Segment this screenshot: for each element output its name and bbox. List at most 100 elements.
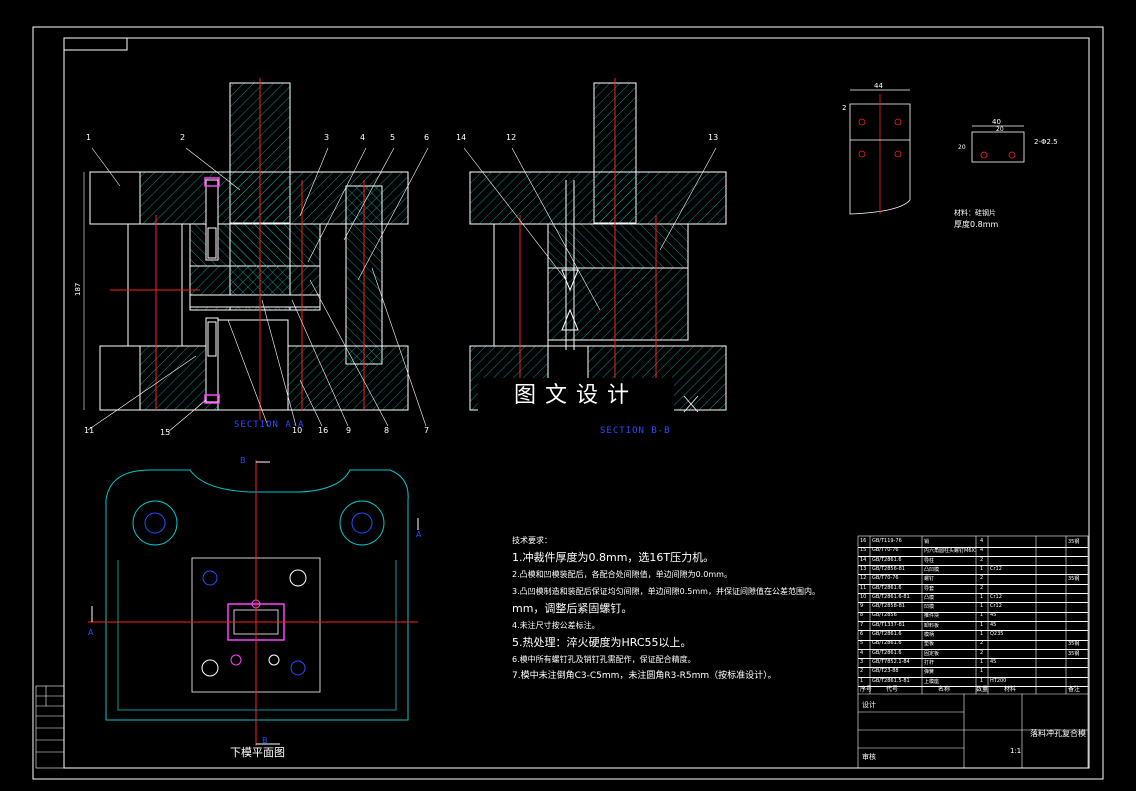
bom-cell-name: 上模座: [924, 678, 940, 685]
balloon-10: 10: [292, 426, 303, 435]
view-marker-b-top: B: [240, 456, 246, 465]
bom-header-name: 名称: [938, 686, 951, 693]
bom-cell-code: GB/T70-76: [872, 547, 899, 554]
bom-cell-mat: 45: [990, 621, 997, 628]
bom-cell-mat: Q235: [990, 631, 1004, 637]
view-marker-a-left: A: [88, 628, 94, 637]
bom-cell-note: 35钢: [1068, 539, 1080, 545]
bom-cell-name: 凸凹模: [924, 566, 940, 573]
bom-header-note: 备注: [1068, 686, 1081, 693]
strip-hole-dim: 2-Φ2.5: [1034, 138, 1058, 146]
balloon-6: 6: [424, 133, 430, 142]
bom-cell-no: 15: [860, 547, 867, 554]
section-b-b: [463, 78, 727, 413]
strip-width-dim: 40: [992, 118, 1001, 126]
bom-cell-qty: 1: [980, 612, 984, 619]
bom-cell-name: 凸模: [924, 594, 935, 601]
bom-header-mat: 材料: [1004, 686, 1017, 693]
design-label: 设计: [862, 701, 876, 709]
bom-cell-mat: Cr12: [990, 603, 1002, 610]
bom-cell-qty: 1: [980, 565, 984, 572]
strip-height-dim: 20: [958, 144, 966, 151]
bom-cell-no: 3: [860, 658, 864, 665]
bom-cell-mat: 45: [990, 658, 997, 665]
bom-cell-no: 4: [860, 649, 864, 656]
bom-row: 6 GB/T2861.6 模柄 1 Q235: [858, 630, 1088, 641]
bom-header-no: 序号: [860, 686, 873, 693]
balloon-11: 11: [84, 426, 95, 435]
bom-cell-name: 内六角圆柱头螺钉M6X30: [924, 548, 976, 555]
bom-cell-code: GB/T2861.6: [872, 584, 902, 591]
bom-cell-mat: Cr12: [990, 593, 1002, 600]
bom-cell-no: 9: [860, 603, 864, 610]
tech-item: 6.模中所有螺钉孔及销钉孔需配作，保证配合精度。: [512, 655, 696, 664]
thickness-note: 厚度0.8mm: [954, 220, 999, 229]
side-table: [35, 685, 65, 769]
tech-item: 3.凸凹模制造和装配后保证均匀间隙，单边间隙0.5mm，并保证间隙值在公差范围内…: [512, 587, 820, 596]
bom-cell-qty: 1: [980, 593, 984, 600]
bom-cell-name: 推件块: [924, 613, 940, 620]
bom-cell-qty: 2: [980, 556, 984, 563]
tech-item: 1.冲裁件厚度为0.8mm，选16T压力机。: [512, 551, 715, 564]
svg-text:187: 187: [74, 283, 82, 296]
bom-cell-no: 1: [860, 677, 864, 684]
section-a-label: SECTION A-A: [234, 420, 305, 430]
bom-cell-code: GB/T2861.6: [872, 631, 902, 637]
bom-cell-qty: 1: [980, 677, 984, 684]
bom-cell-mat: HT200: [990, 677, 1007, 684]
bom-cell-no: 8: [860, 612, 864, 619]
bom-cell-no: 6: [860, 631, 864, 637]
bom-cell-name: 固定板: [924, 650, 940, 657]
bom-cell-code: GB/T2858-81: [872, 603, 905, 610]
bom-cell-code: GB/T23-88: [872, 668, 899, 675]
bom-cell-code: GB/T2856-81: [872, 565, 905, 572]
balloon-2: 2: [180, 133, 186, 142]
bom-cell-qty: 2: [980, 575, 984, 582]
bom-cell-code: GB/T2861.6: [872, 556, 902, 563]
bom-cell-qty: 2: [980, 584, 984, 591]
bom-cell-qty: 4: [980, 538, 984, 544]
bom-cell-no: 2: [860, 668, 864, 675]
bom-cell-name: 导套: [924, 585, 935, 592]
bom-cell-qty: 1: [980, 621, 984, 628]
bom-cell-no: 14: [860, 556, 867, 563]
bom-cell-name: 螺钉: [924, 576, 935, 583]
bom-cell-name: 导柱: [924, 557, 935, 564]
bom-cell-no: 7: [860, 621, 864, 628]
view-marker-b-bottom: B: [262, 736, 268, 745]
section-b-label: SECTION B-B: [600, 426, 671, 436]
bom-cell-name: 销: [924, 539, 930, 545]
bom-cell-code: GB/T70-76: [872, 575, 899, 582]
balloon-7: 7: [424, 426, 430, 435]
bom-cell-no: 12: [860, 575, 867, 582]
bom-cell-code: GB/T2861.6: [872, 640, 902, 647]
bom-cell-code: GB/T2861.6-81: [872, 593, 910, 600]
strip-inner-dim: 20: [996, 126, 1004, 133]
bom-header: 序号 代号 名称 数量 材料 备注: [858, 684, 1088, 694]
bom-cell-name: 打杆: [924, 659, 935, 666]
bom-cell-name: 模柄: [924, 632, 935, 638]
bom-cell-qty: 1: [980, 631, 984, 637]
bom-cell-mat: 45: [990, 612, 997, 619]
tech-heading: 技术要求：: [512, 536, 552, 545]
balloon-14: 14: [456, 133, 467, 142]
detail-dim-2: 2: [842, 104, 847, 112]
bom-cell-code: GB/T7852.1-84: [872, 658, 910, 665]
bom-cell-code: GB/T2861.6: [872, 649, 902, 656]
bom-cell-code: GB/T1337-81: [872, 621, 905, 628]
tech-item: 2.凸模和凹模装配后，各配合处间隙值，单边间隙为0.0mm。: [512, 570, 732, 579]
bom-cell-mat: Cr12: [990, 565, 1002, 572]
balloon-13: 13: [708, 133, 719, 142]
material-note: 材料：硅钢片: [954, 209, 996, 217]
bom-cell-code: GB/T2856: [872, 612, 897, 619]
bom-header-code: 代号: [886, 686, 899, 693]
bom-cell-code: GB/T2861.5-81: [872, 677, 910, 684]
